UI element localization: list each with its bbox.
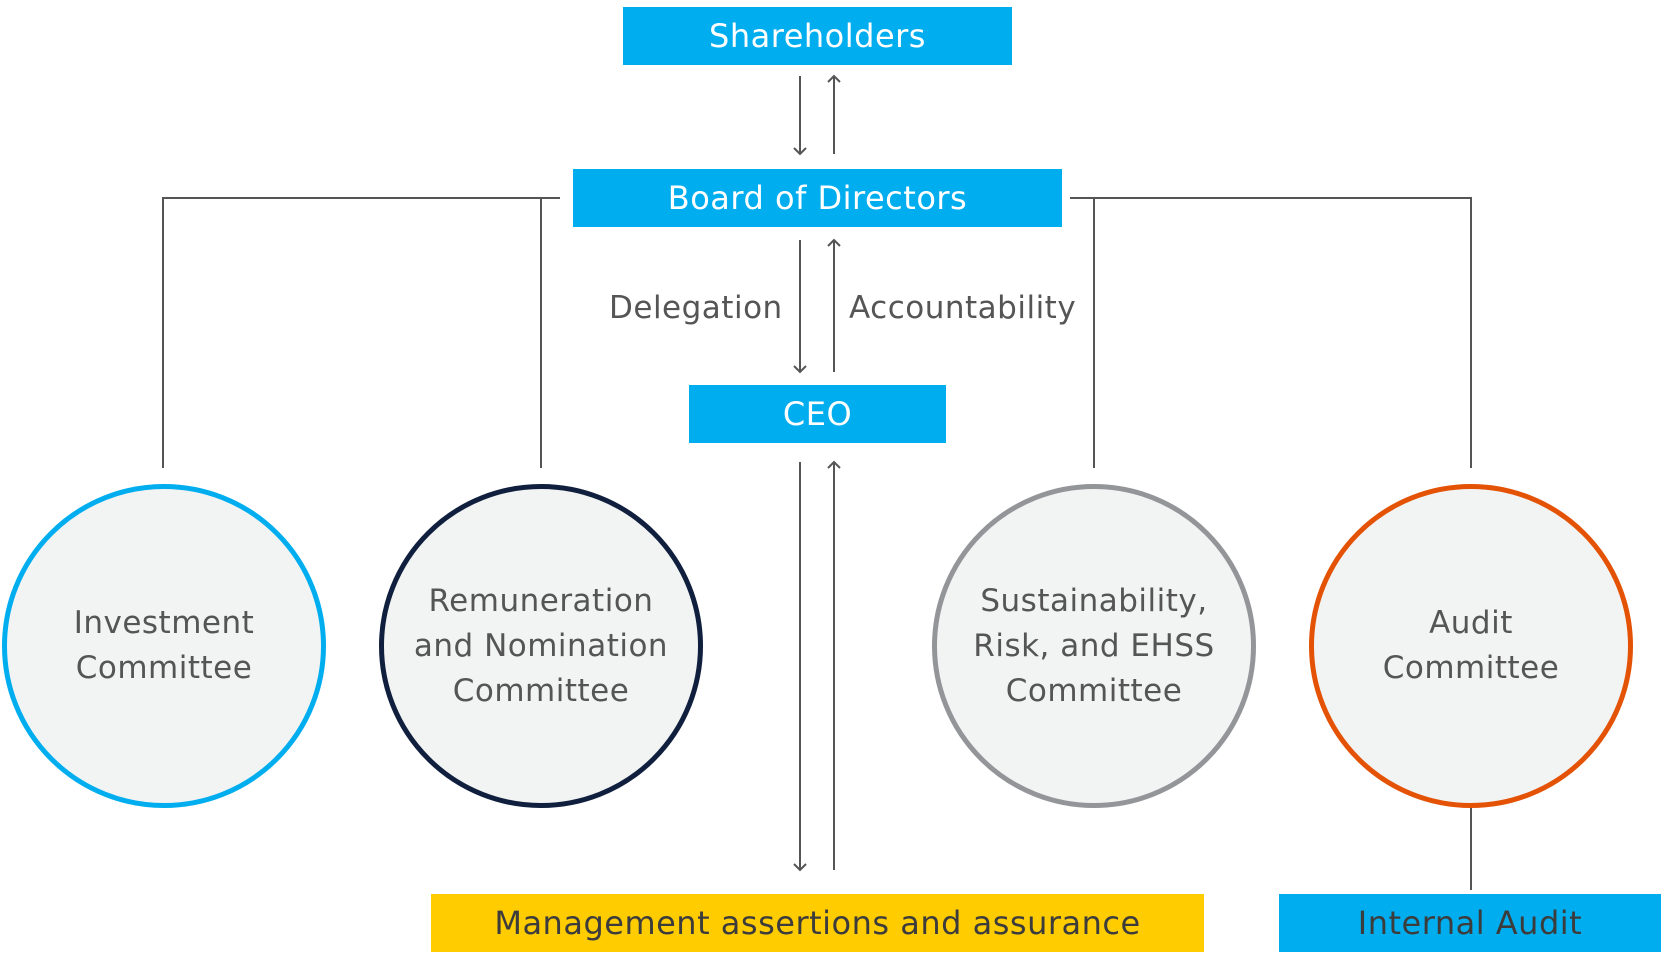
internal-audit-label: Internal Audit xyxy=(1357,904,1583,942)
connector-audit xyxy=(1070,197,1472,468)
delegation-label: Delegation xyxy=(609,290,783,326)
connector-investment xyxy=(162,197,560,468)
management-assertions-label: Management assertions and assurance xyxy=(494,904,1141,942)
investment-committee-label: Investment Committee xyxy=(73,605,255,686)
board-of-directors-box: Board of Directors xyxy=(573,169,1062,227)
investment-committee-circle: Investment Committee xyxy=(2,484,326,808)
ceo-box: CEO xyxy=(689,385,946,443)
audit-committee-label: Audit Committee xyxy=(1382,605,1560,686)
remuneration-nomination-committee-label: Remuneration and Nomination Committee xyxy=(413,582,669,709)
internal-audit-box: Internal Audit xyxy=(1279,894,1661,952)
ceo-label: CEO xyxy=(782,395,853,433)
accountability-label: Accountability xyxy=(849,290,1077,326)
shareholders-label: Shareholders xyxy=(709,17,926,55)
sustainability-risk-ehss-committee-label: Sustainability, Risk, and EHSS Committee xyxy=(973,582,1215,709)
board-of-directors-label: Board of Directors xyxy=(667,179,968,217)
audit-committee-circle: Audit Committee xyxy=(1309,484,1633,808)
shareholders-box: Shareholders xyxy=(623,7,1012,65)
remuneration-nomination-committee-circle: Remuneration and Nomination Committee xyxy=(379,484,703,808)
sustainability-risk-ehss-committee-circle: Sustainability, Risk, and EHSS Committee xyxy=(932,484,1256,808)
management-assertions-box: Management assertions and assurance xyxy=(431,894,1204,952)
